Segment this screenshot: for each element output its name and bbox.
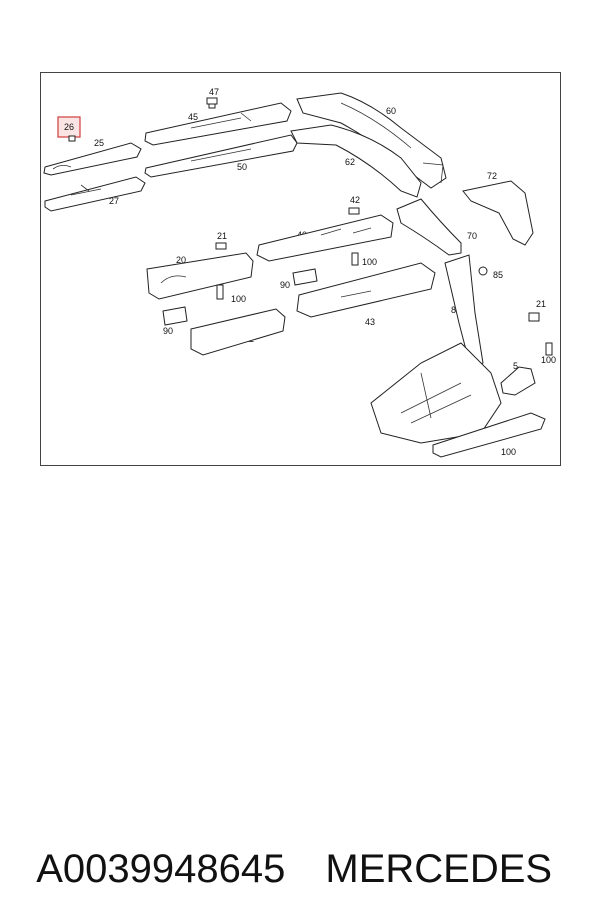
callout-85: 85 (493, 270, 503, 280)
duct-43-detail (340, 290, 372, 298)
vent-90a (292, 268, 318, 286)
clip-21a (215, 242, 227, 250)
callout-27: 27 (109, 196, 119, 206)
callout-43: 43 (365, 317, 375, 327)
duct-80 (444, 254, 484, 370)
duct-10 (432, 412, 546, 458)
bolt-100a (351, 252, 359, 266)
duct-50-detail (190, 148, 252, 162)
callout-45: 45 (188, 112, 198, 122)
duct-22 (190, 308, 286, 356)
callout-21a: 21 (217, 231, 227, 241)
duct-45-detail (190, 112, 252, 129)
clip-42 (348, 207, 360, 215)
heater-assembly (370, 342, 502, 444)
duct-62 (290, 124, 422, 198)
callout-21b: 21 (536, 299, 546, 309)
heater-assembly-detail (400, 372, 472, 424)
duct-25 (43, 142, 142, 176)
duct-40 (256, 214, 394, 262)
duct-25-detail (52, 165, 72, 170)
callout-72: 72 (487, 171, 497, 181)
duct-70 (396, 198, 462, 256)
vent-90b (162, 306, 188, 326)
callout-70: 70 (467, 231, 477, 241)
bolt-85 (478, 266, 488, 276)
callout-10: 100 (501, 447, 516, 457)
duct-27-detail (70, 184, 102, 196)
callout-100c: 100 (541, 355, 556, 365)
duct-72 (462, 180, 534, 246)
callout-100a: 100 (362, 257, 377, 267)
clip-21b (528, 312, 540, 322)
duct-60-detail (340, 102, 444, 184)
callout-5: 5 (513, 361, 518, 371)
duct-43 (296, 262, 436, 318)
parts-diagram: 26 47 45 60 25 50 62 27 42 72 (40, 72, 561, 466)
parts-diagram-svg: 26 47 45 60 25 50 62 27 42 72 (43, 87, 556, 458)
duct-50 (144, 134, 298, 178)
duct-40-detail (320, 227, 372, 236)
clip-47 (206, 97, 218, 109)
clip-26 (68, 135, 76, 142)
bolt-100b (216, 284, 224, 300)
callout-42: 42 (350, 195, 360, 205)
callout-26: 26 (64, 122, 74, 132)
callout-25: 25 (94, 138, 104, 148)
callout-50: 50 (237, 162, 247, 172)
callout-62: 62 (345, 157, 355, 167)
caption: A0039948645 MERCEDES (14, 802, 594, 891)
duct-20 (146, 252, 254, 300)
brand-name: MERCEDES (325, 847, 553, 891)
part-number: A0039948645 (36, 847, 286, 891)
duct-27 (44, 176, 146, 212)
callout-60: 60 (386, 106, 396, 116)
callout-90b: 90 (163, 326, 173, 336)
callout-47: 47 (209, 87, 219, 97)
duct-45 (144, 102, 292, 146)
callout-100b: 100 (231, 294, 246, 304)
callout-90a: 90 (280, 280, 290, 290)
duct-20-detail (160, 275, 187, 284)
bolt-100c (545, 342, 553, 356)
duct-5 (500, 366, 536, 396)
callout-20: 20 (176, 255, 186, 265)
